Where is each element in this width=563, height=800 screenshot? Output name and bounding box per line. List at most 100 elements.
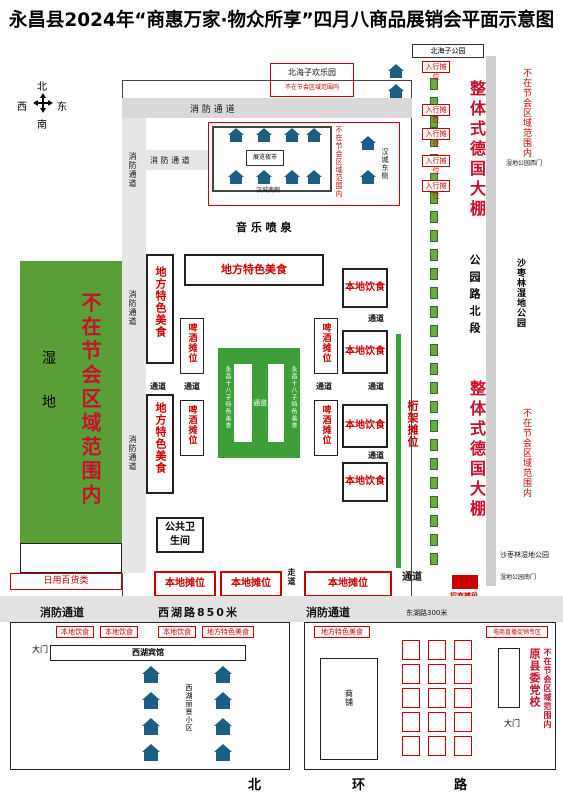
fire-lane-mid [146, 150, 208, 170]
community-label: 西湖丽景小区 [185, 684, 193, 732]
fire-lane-left-label2: 消防通道 [128, 290, 137, 326]
stall-marker [430, 249, 438, 261]
local-eat-4: 本地饮食 [342, 462, 388, 502]
tent-icon [214, 718, 232, 735]
shop-grid [402, 636, 478, 760]
tent-icon [306, 128, 322, 142]
local-eat-2: 本地饮食 [342, 330, 388, 374]
compass-west: 西 [17, 102, 27, 113]
beer-stall-2: 啤酒摊位 [180, 400, 204, 456]
german-tent-2: 整体式德国大棚 [467, 380, 486, 520]
stall-marker [430, 439, 438, 451]
wetland-white-strip [20, 543, 122, 573]
tent-icon [360, 170, 376, 184]
bottom-right-specialty: 地方特色美食 [314, 626, 370, 638]
center-green-left [218, 364, 234, 442]
center-green-mid [252, 364, 268, 442]
north-ring-3: 路 [454, 778, 468, 793]
bottom-left-block [10, 622, 290, 770]
xihu-hotel: 西湖宾馆 [50, 645, 246, 661]
bottom-gate: 大门 [32, 645, 48, 654]
stall-marker [430, 116, 438, 128]
entrance-label: 入行摊位 [422, 61, 450, 81]
tent-icon [284, 170, 300, 184]
public-toilet-label: 公共卫生间 [165, 522, 195, 547]
bottom-right-block [304, 622, 556, 770]
tent-icon [214, 744, 232, 761]
shop-cell [428, 664, 446, 684]
stall-marker [430, 192, 438, 204]
tent-icon [256, 128, 272, 142]
beer-stall-3: 啤酒摊位 [314, 318, 338, 374]
center-aisle-label: 通道 [253, 399, 267, 407]
beer-stall-4-label: 啤酒摊位 [320, 405, 331, 445]
compass-south: 南 [37, 120, 47, 131]
channel-label: 通道 [316, 382, 332, 391]
compass-east: 东 [57, 102, 67, 113]
shop-cell [454, 640, 472, 660]
local-eat-3-label: 本地饮食 [345, 420, 385, 431]
bottom-local-food-c-label: 本地饮食 [163, 628, 191, 636]
stall-marker [430, 553, 438, 565]
local-stall-3-label: 本地摊位 [328, 578, 368, 589]
beer-stall-3-label: 啤酒摊位 [320, 323, 331, 363]
local-food-top: 地方特色美食 [184, 254, 324, 286]
stall-marker [430, 458, 438, 470]
investment-booth-icon [452, 575, 478, 589]
channel-label: 通道 [184, 382, 200, 391]
local-stall-1-label: 本地摊位 [165, 578, 205, 589]
stall-marker [430, 477, 438, 489]
stall-marker [430, 287, 438, 299]
bottom-local-food-a: 本地饮食 [56, 626, 94, 638]
local-stall-3: 本地摊位 [304, 571, 392, 597]
stall-marker [430, 78, 438, 90]
north-park-gate: 北海子公园 [412, 44, 484, 58]
bottom-local-specialty: 地方特色美食 [202, 626, 254, 638]
wetland-name: 湿地 [40, 350, 56, 438]
local-eat-1: 本地饮食 [342, 268, 388, 308]
stall-marker [430, 420, 438, 432]
shop-cell [454, 736, 472, 756]
bottom-local-food-b: 本地饮食 [100, 626, 138, 638]
shazao-park-label: 沙枣林湿地公园 [515, 258, 525, 328]
local-food-top-label: 地方特色美食 [221, 263, 287, 276]
hancheng-wall [212, 126, 332, 192]
shop-cell [402, 736, 420, 756]
tent-icon [284, 128, 300, 142]
tent-icon [142, 718, 160, 735]
compass-cross-icon [33, 93, 53, 113]
entrance-label: 入行摊位 [422, 128, 450, 148]
local-stall-1: 本地摊位 [154, 571, 216, 597]
entrance-label: 入行摊位 [422, 104, 450, 124]
tent-icon [256, 170, 272, 184]
beihai-happy-park: 北海子欢乐园 不在节会区域范围内 [270, 63, 354, 97]
beer-stall-4: 啤酒摊位 [314, 400, 338, 456]
tent-icon [306, 170, 322, 184]
shop-cell [428, 736, 446, 756]
local-food-left-1-label: 地方特色美食 [154, 266, 167, 338]
music-fountain-label: 音 乐 喷 泉 [236, 221, 292, 234]
center-right-label: 永昌十八子特色美食 [290, 366, 297, 429]
hancheng-east-label: 汉城东侧 [381, 148, 389, 180]
center-green-bottom [218, 442, 300, 458]
stall-marker [430, 344, 438, 356]
entrance-label: 入行摊位 [422, 155, 450, 175]
stall-marker [430, 534, 438, 546]
stall-marker [430, 268, 438, 280]
bottom-local-food-b-label: 本地饮食 [105, 628, 133, 636]
tent-icon [228, 170, 244, 184]
shop-cell [428, 712, 446, 732]
fire-lane-bottom-left: 消防通道 [40, 606, 84, 619]
bottom-local-food-a-label: 本地饮食 [61, 628, 89, 636]
stall-marker [430, 382, 438, 394]
stall-column [428, 58, 440, 578]
tent-icon [142, 744, 160, 761]
german-tent-1: 整体式德国大棚 [467, 80, 486, 220]
fire-lane-left-label1: 消防通道 [128, 152, 137, 188]
channel-label: 通道 [150, 382, 166, 391]
wetland-area [20, 261, 122, 543]
local-eat-1-label: 本地饮食 [345, 282, 385, 293]
right-not-in-area-2: 不在节会区域范围内 [521, 408, 531, 498]
bottom-road-band [0, 596, 563, 622]
walkway-label: 走道 [287, 568, 296, 586]
